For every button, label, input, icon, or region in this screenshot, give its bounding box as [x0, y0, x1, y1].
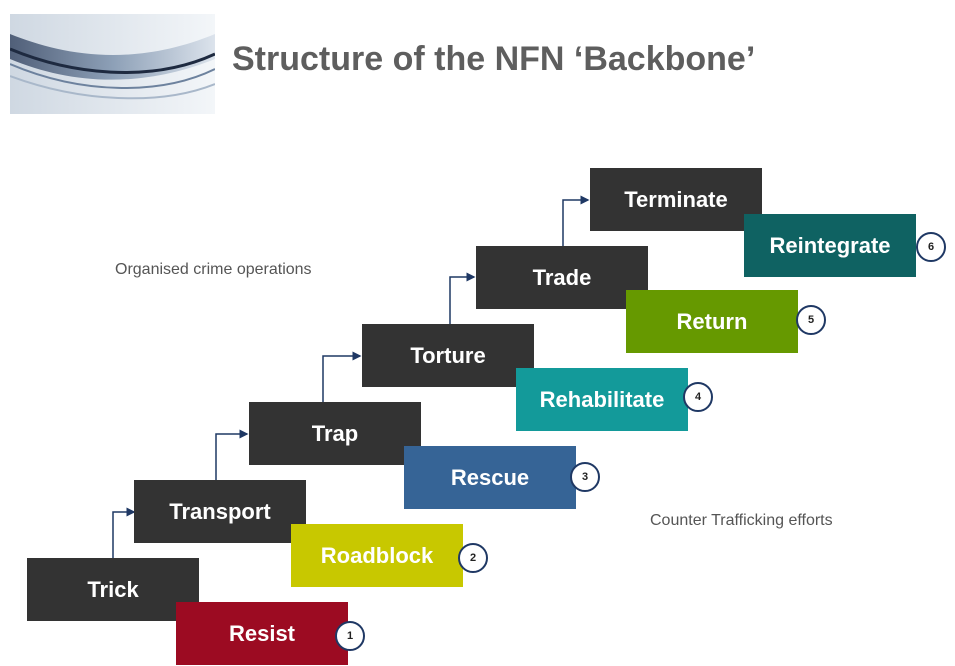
connector-trick-transport	[112, 507, 136, 558]
step-trick: Trick	[27, 558, 199, 621]
step-transport: Transport	[134, 480, 306, 543]
connector-transport-trap	[215, 429, 249, 480]
number-badge-1: 1	[335, 621, 365, 651]
connector-trap-torture	[322, 351, 362, 402]
counter-trafficking-note: Counter Trafficking efforts	[650, 512, 833, 529]
connector-trade-terminate	[562, 195, 590, 246]
step-trap: Trap	[249, 402, 421, 465]
page-title: Structure of the NFN ‘Backbone’	[232, 40, 756, 78]
step-torture: Torture	[362, 324, 534, 387]
wave-logo	[10, 14, 215, 114]
effort-rescue: Rescue	[404, 446, 576, 509]
number-badge-5: 5	[796, 305, 826, 335]
number-badge-6: 6	[916, 232, 946, 262]
effort-rehabilitate: Rehabilitate	[516, 368, 688, 431]
number-badge-2: 2	[458, 543, 488, 573]
step-terminate: Terminate	[590, 168, 762, 231]
effort-roadblock: Roadblock	[291, 524, 463, 587]
connector-torture-trade	[449, 272, 476, 324]
number-badge-3: 3	[570, 462, 600, 492]
step-trade: Trade	[476, 246, 648, 309]
crime-operations-note: Organised crime operations	[115, 261, 312, 278]
effort-reintegrate: Reintegrate	[744, 214, 916, 277]
number-badge-4: 4	[683, 382, 713, 412]
effort-return: Return	[626, 290, 798, 353]
effort-resist: Resist	[176, 602, 348, 665]
